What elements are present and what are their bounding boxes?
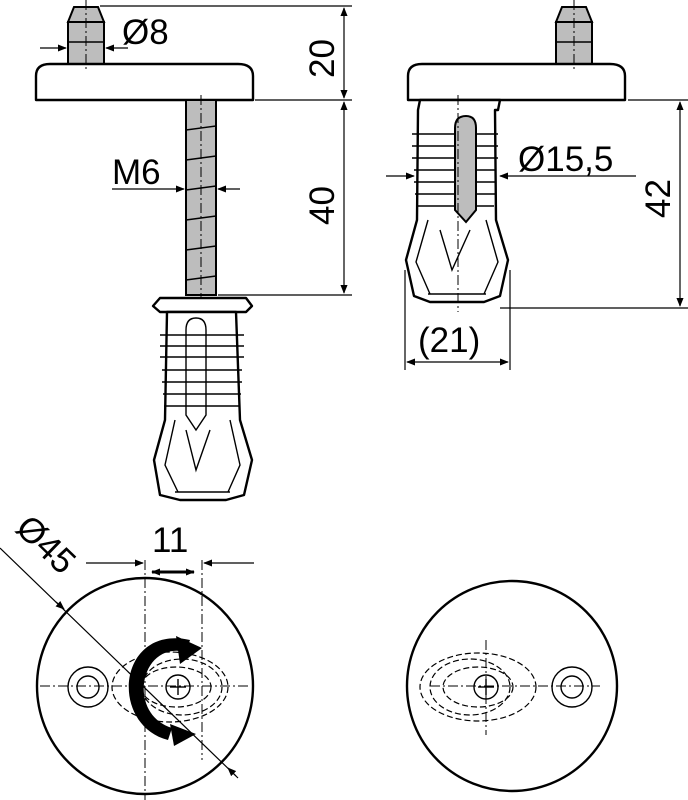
adjustment-range-label: 11 xyxy=(152,521,188,560)
bolt-length-dimension: 40 xyxy=(218,101,352,296)
phillips-screw-icon xyxy=(165,674,191,700)
anchor-diameter-label: Ø15,5 xyxy=(518,140,613,179)
stud-diameter-label: Ø8 xyxy=(122,13,169,52)
bolt-exploded-view xyxy=(34,0,255,300)
thread-dimension: M6 xyxy=(112,153,240,193)
stud-diameter-dimension: Ø8 xyxy=(40,13,169,52)
anchor-diameter-dimension: Ø15,5 xyxy=(386,140,636,180)
assembled-view xyxy=(404,0,627,312)
assembly-height-label: 42 xyxy=(639,179,678,218)
phillips-screw-icon xyxy=(473,674,499,700)
cap-height-label: 20 xyxy=(303,39,342,78)
assembly-height-dimension: 42 xyxy=(500,99,688,309)
rotation-arrow-icon xyxy=(128,636,202,746)
screw-hole xyxy=(551,666,593,708)
top-view-right xyxy=(405,579,619,793)
top-view-left xyxy=(35,560,255,800)
adjustment-range-dimension: 11 xyxy=(86,521,254,576)
cap-diameter-label: Ø45 xyxy=(8,508,83,582)
bolt-length-label: 40 xyxy=(303,186,342,225)
cap-height-dimension: 20 xyxy=(100,5,352,101)
screw-hole xyxy=(67,666,109,708)
anchor-width-dimension: (21) xyxy=(404,270,511,370)
anchor-expansion-sleeve xyxy=(151,296,254,502)
thread-label: M6 xyxy=(112,153,161,192)
anchor-width-label: (21) xyxy=(418,321,480,360)
